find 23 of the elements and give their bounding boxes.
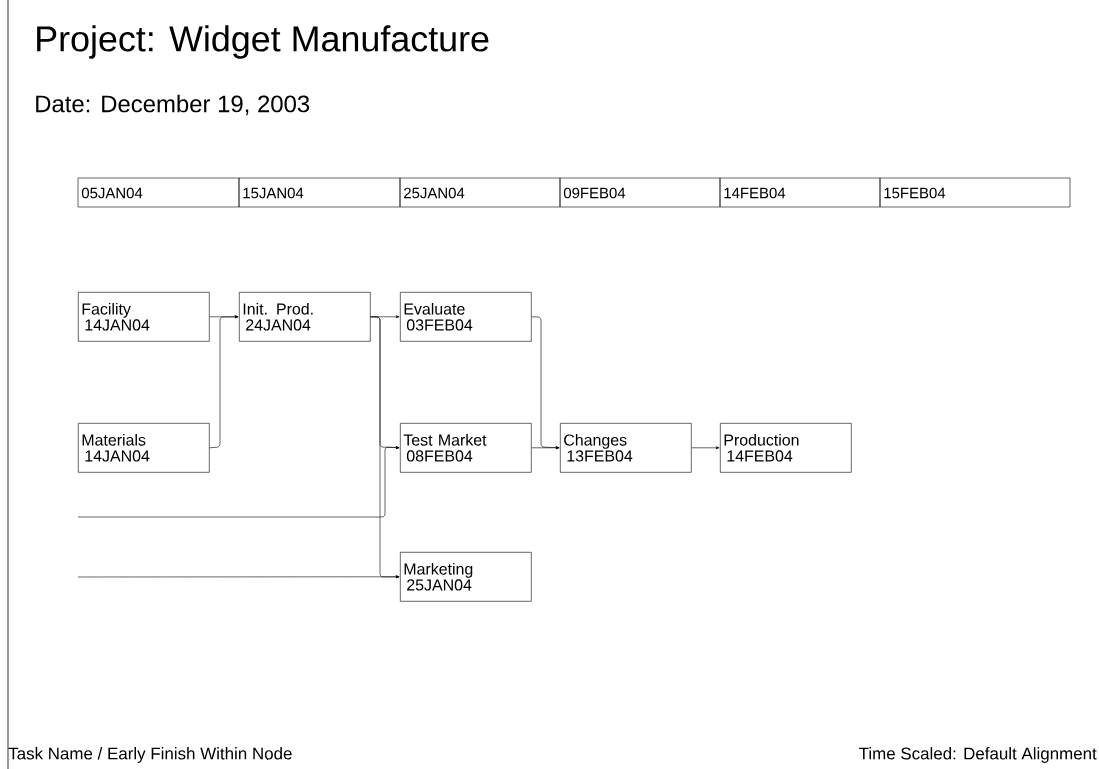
task-box: Evaluate 03FEB04 bbox=[400, 292, 532, 342]
arrow bbox=[691, 446, 720, 450]
footer-note: Task Name / Early Finish Within Node bbox=[8, 747, 292, 763]
task-box: Init. Prod. 24JAN04 bbox=[239, 292, 371, 342]
task-box: Marketing 25JAN04 bbox=[400, 552, 532, 602]
task-box: Production 14FEB04 bbox=[720, 423, 852, 473]
time-axis-cell: 15JAN04 bbox=[238, 177, 401, 208]
time-axis-cell: 15FEB04 bbox=[879, 177, 1071, 208]
date-text: Date: December 19, 2003 bbox=[36, 94, 310, 116]
time-axis-cell: 05JAN04 bbox=[77, 177, 240, 208]
arrow bbox=[77, 575, 400, 579]
arrow bbox=[77, 446, 400, 518]
time-axis-cell: 09FEB04 bbox=[559, 177, 721, 208]
footer-note: Time Scaled: Default Alignment bbox=[859, 747, 1097, 763]
task-box: Materials 14JAN04 bbox=[78, 423, 210, 473]
task-box: Facility 14JAN04 bbox=[78, 292, 210, 342]
title: Project: Widget Manufacture bbox=[37, 25, 489, 59]
arrow bbox=[531, 316, 560, 450]
task-box: Changes 13FEB04 bbox=[560, 423, 692, 473]
task-box: Test Market 08FEB04 bbox=[400, 423, 532, 473]
time-axis-cell: 25JAN04 bbox=[399, 177, 561, 208]
arrow bbox=[531, 446, 560, 450]
time-axis-cell: 14FEB04 bbox=[719, 177, 881, 208]
